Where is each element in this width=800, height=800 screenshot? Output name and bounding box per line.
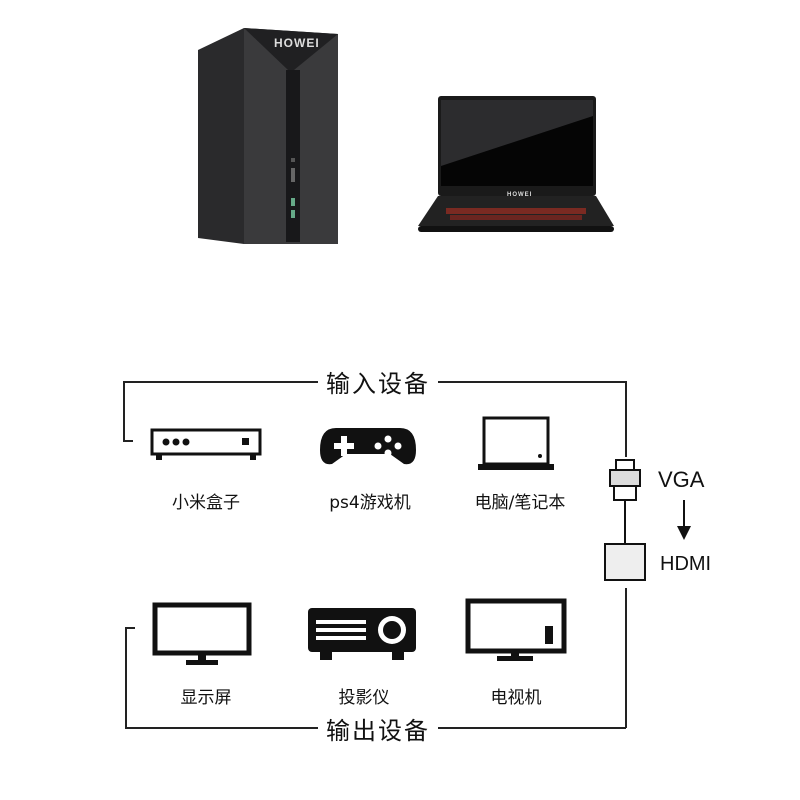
device-label: 电脑/笔记本 bbox=[474, 493, 566, 513]
tower-pc-image: HOWEI bbox=[196, 28, 338, 244]
set-top-box-icon bbox=[150, 428, 262, 466]
tower-brand-logo: HOWEI bbox=[274, 36, 320, 50]
device-label: 电视机 bbox=[490, 688, 542, 708]
device-label: 显示屏 bbox=[180, 688, 232, 708]
input-section-title: 输入设备 bbox=[318, 364, 438, 399]
frame-tick bbox=[125, 627, 135, 629]
device-label: 投影仪 bbox=[338, 688, 390, 708]
laptop-icon bbox=[478, 416, 556, 476]
adapter-from-label: VGA bbox=[658, 467, 705, 492]
input-frame-left bbox=[123, 381, 125, 441]
gamepad-icon bbox=[318, 424, 418, 472]
output-frame-left bbox=[125, 627, 127, 728]
laptop-brand-logo: HOWEI bbox=[507, 192, 533, 198]
frame-tick bbox=[123, 440, 133, 442]
output-section-title: 输出设备 bbox=[318, 711, 438, 746]
vga-to-hdmi-adapter-icon bbox=[602, 456, 648, 590]
laptop-image: HOWEI bbox=[416, 96, 616, 236]
device-label: 小米盒子 bbox=[172, 493, 240, 513]
input-frame-right bbox=[625, 381, 627, 457]
projector-icon bbox=[306, 606, 420, 668]
adapter-to-label: HDMI bbox=[660, 553, 712, 575]
monitor-icon bbox=[152, 602, 252, 670]
tv-icon bbox=[465, 598, 567, 666]
arrow-down-icon bbox=[677, 500, 691, 544]
output-frame-right bbox=[625, 588, 627, 728]
device-label: ps4游戏机 bbox=[329, 493, 411, 513]
